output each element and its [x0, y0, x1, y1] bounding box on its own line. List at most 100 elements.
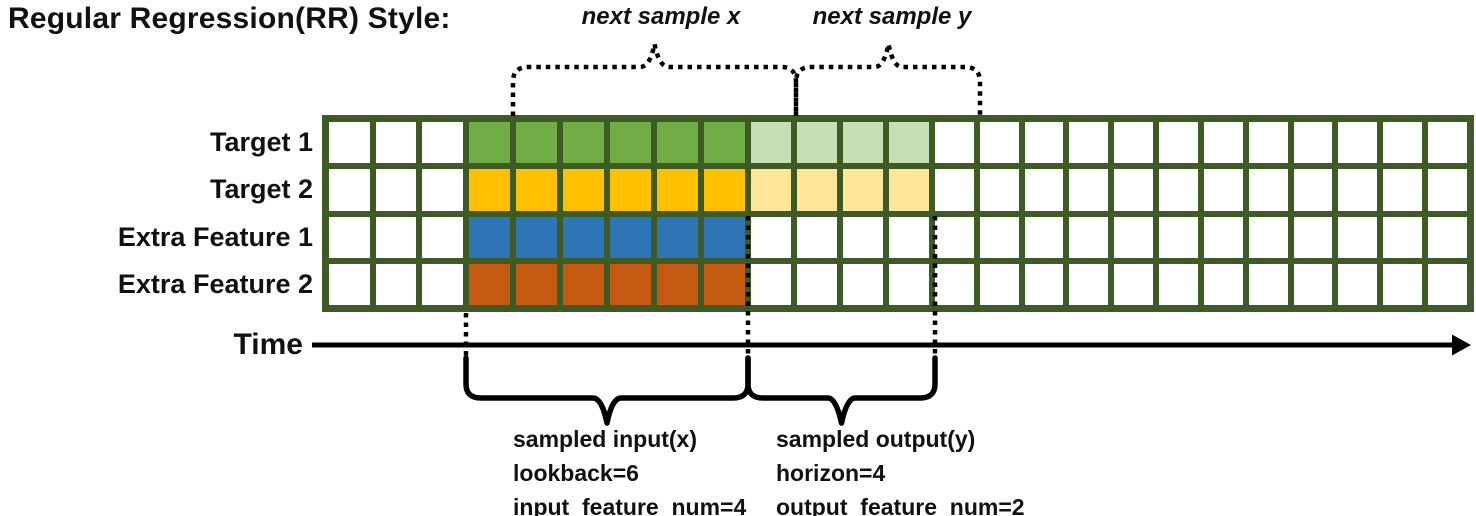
- grid-cell: [934, 263, 974, 305]
- grid-cell: [1248, 216, 1288, 258]
- grid-cell: [750, 169, 791, 211]
- grid-cell: [1159, 169, 1198, 211]
- grid-cell: [1203, 263, 1243, 305]
- grid-cell: [1159, 216, 1198, 258]
- next-sample-x-label: next sample x: [581, 3, 741, 30]
- grid-cell: [1159, 122, 1198, 164]
- grid-cell: [703, 263, 745, 305]
- grid-cell: [515, 263, 557, 305]
- grid-cell: [796, 169, 837, 211]
- grid-cell: [1338, 216, 1378, 258]
- grid-cell: [609, 169, 651, 211]
- sampled-output-title: sampled output(y): [776, 426, 976, 452]
- grid-cell: [656, 169, 698, 211]
- grid-cell: [842, 169, 883, 211]
- grid-cell: [515, 122, 557, 164]
- grid-cell: [703, 122, 745, 164]
- grid-cell: [1203, 216, 1243, 258]
- grid-cell: [422, 263, 463, 305]
- grid-cell: [1383, 122, 1423, 164]
- grid-cell: [934, 169, 974, 211]
- grid-cell: [1338, 263, 1378, 305]
- grid-cell: [1114, 122, 1154, 164]
- sampled-input-annotation: sampled input(x) lookback=6 input_featur…: [513, 422, 746, 516]
- grid-cell: [796, 216, 837, 258]
- sampled-input-title: sampled input(x): [513, 426, 698, 452]
- grid-cell: [1428, 263, 1467, 305]
- grid-cell: [656, 122, 698, 164]
- grid-cell: [979, 169, 1019, 211]
- grid-cell: [842, 122, 883, 164]
- grid-cell: [562, 169, 604, 211]
- grid-cell: [888, 122, 929, 164]
- grid-cell: [1428, 216, 1467, 258]
- grid-cell: [703, 216, 745, 258]
- row-label: Target 2: [209, 174, 313, 205]
- grid-cell: [609, 263, 651, 305]
- grid-cell: [329, 169, 370, 211]
- sampled-output-annotation: sampled output(y) horizon=4 output_featu…: [776, 422, 1025, 516]
- grid-cell: [750, 216, 791, 258]
- grid-cell: [1114, 263, 1154, 305]
- grid-cell: [422, 122, 463, 164]
- grid-cell: [1248, 169, 1288, 211]
- grid-cell: [979, 122, 1019, 164]
- grid-cell: [375, 122, 417, 164]
- row-label: Extra Feature 2: [117, 268, 313, 299]
- grid-cell: [375, 216, 417, 258]
- grid-cell: [796, 122, 837, 164]
- grid-cell: [888, 263, 929, 305]
- grid-cell: [1114, 216, 1154, 258]
- lookback-value: lookback=6: [513, 460, 639, 486]
- grid-cell: [750, 263, 791, 305]
- grid-cell: [329, 122, 370, 164]
- next-sample-y-label: next sample y: [812, 3, 972, 30]
- grid-cell: [1383, 216, 1423, 258]
- grid-cell: [1338, 122, 1378, 164]
- grid-cell: [1248, 263, 1288, 305]
- grid-cell: [979, 216, 1019, 258]
- grid-cell: [609, 216, 651, 258]
- grid-cell: [1114, 169, 1154, 211]
- grid-cell: [1203, 122, 1243, 164]
- grid-cell: [979, 263, 1019, 305]
- grid-cell: [703, 169, 745, 211]
- grid-cell: [375, 169, 417, 211]
- time-axis-label: Time: [233, 328, 303, 361]
- grid-cell: [1248, 122, 1288, 164]
- page-title: Regular Regression(RR) Style:: [8, 2, 451, 35]
- grid-cell: [1024, 216, 1064, 258]
- grid-cell: [1024, 263, 1064, 305]
- grid-cell: [1293, 122, 1333, 164]
- grid-cell: [842, 216, 883, 258]
- input-feature-num-value: input_feature_num=4: [513, 494, 747, 516]
- grid-cell: [1293, 169, 1333, 211]
- grid-cell: [1069, 216, 1109, 258]
- next-sample-y-brace: [793, 43, 983, 116]
- grid-cell: [515, 216, 557, 258]
- grid-cell: [562, 263, 604, 305]
- next-sample-x-brace: [510, 43, 799, 116]
- grid-cell: [329, 263, 370, 305]
- grid-cell: [1383, 263, 1423, 305]
- output-feature-num-value: output_feature_num=2: [776, 494, 1025, 516]
- grid-cell: [422, 216, 463, 258]
- grid-cell: [1069, 122, 1109, 164]
- grid-cell: [1293, 263, 1333, 305]
- grid-cell: [562, 216, 604, 258]
- grid-cell: [609, 122, 651, 164]
- grid-cell: [1069, 169, 1109, 211]
- horizon-value: horizon=4: [776, 460, 886, 486]
- time-axis-arrowhead: [1452, 334, 1471, 356]
- grid-cell: [562, 122, 604, 164]
- grid-cell: [1069, 263, 1109, 305]
- grid-cell: [888, 216, 929, 258]
- grid-cell: [375, 263, 417, 305]
- grid-cell: [329, 216, 370, 258]
- grid-cell: [656, 263, 698, 305]
- sampled-output-brace: [745, 355, 938, 426]
- row-label: Extra Feature 1: [117, 221, 313, 252]
- grid-cell: [515, 169, 557, 211]
